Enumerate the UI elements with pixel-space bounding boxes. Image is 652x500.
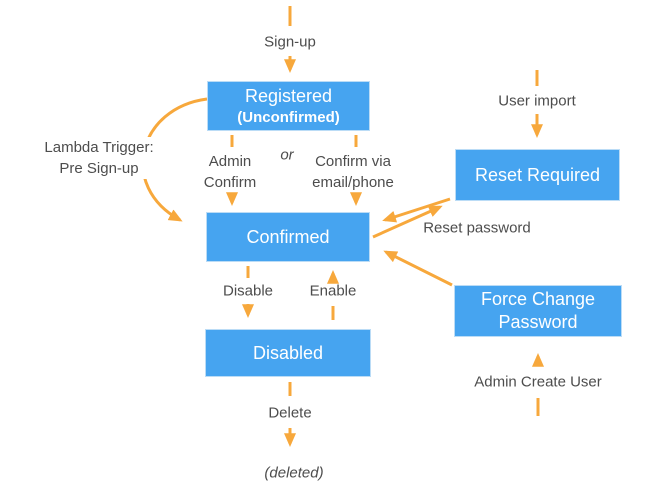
state-confirmed-title: Confirmed [246,226,330,247]
label-reset-password: Reset password [423,219,531,237]
label-user-import: User import [498,92,576,110]
label-deleted: (deleted) [264,464,324,482]
state-registered-title: Registered [244,86,333,106]
state-disabled-title: Disabled [252,342,324,363]
label-admin-confirm: Admin Confirm [203,153,257,191]
state-force-change-password-line2: Password [498,312,578,332]
state-reset-required: Reset Required [455,149,620,201]
label-or: or [280,146,294,164]
force-change-to-confirmed-arrow [383,250,453,287]
reset-required-to-confirmed-arrow [382,197,451,223]
state-disabled: Disabled [205,329,371,377]
label-disable: Disable [222,282,274,300]
state-force-change-password: Force Change Password [454,285,622,337]
label-lambda-trigger: Lambda Trigger: Pre Sign-up [41,137,157,179]
state-registered-subtitle: (Unconfirmed) [237,109,340,126]
label-delete: Delete [268,404,312,422]
state-registered: Registered (Unconfirmed) [207,81,370,131]
confirmed-to-reset-required-arrow [372,205,443,239]
label-admin-create-user: Admin Create User [474,373,602,391]
state-confirmed: Confirmed [206,212,370,262]
state-reset-required-title: Reset Required [474,164,601,185]
label-confirm-via: Confirm via email/phone [312,153,394,191]
state-force-change-password-line1: Force Change [480,289,596,309]
label-enable: Enable [309,282,357,300]
label-sign-up: Sign-up [264,33,316,51]
